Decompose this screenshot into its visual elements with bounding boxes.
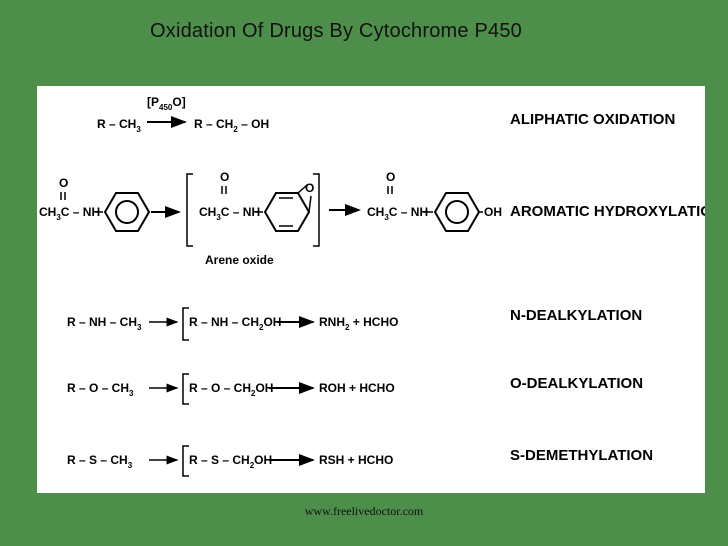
n-substrate: R – NH – CH3: [67, 315, 142, 332]
reaction-label-n-dealkylation: N-DEALKYLATION: [510, 307, 642, 324]
s-intermediate: R – S – CH2OH: [189, 453, 272, 470]
slide-title: Oxidation Of Drugs By Cytochrome P450: [150, 20, 522, 42]
svg-text:O: O: [386, 170, 395, 184]
benzene-ring-substrate: [103, 192, 151, 232]
o-products: ROH + HCHO: [319, 381, 395, 395]
reaction-label-s-demethylation: S-DEMETHYLATION: [510, 447, 653, 464]
arene-oxide-text: CH3C – NH: [199, 205, 260, 222]
benzene-ring-product: [433, 192, 481, 232]
reaction-diagram: R – CH3 [P450O] R – CH2 – OH ALIPHATIC O…: [39, 95, 723, 477]
reaction-n-dealkylation: R – NH – CH3 R – NH – CH2OH RNH2 + HCHO …: [67, 307, 642, 341]
bracket-left: [186, 173, 193, 247]
o-substrate: R – O – CH3: [67, 381, 134, 398]
aliphatic-substrate: R – CH3: [97, 117, 141, 134]
s-substrate: R – S – CH3: [67, 453, 133, 470]
arene-oxide-label: Arene oxide: [205, 253, 274, 267]
reaction-label-o-dealkylation: O-DEALKYLATION: [510, 375, 643, 392]
reaction-diagram-panel: R – CH3 [P450O] R – CH2 – OH ALIPHATIC O…: [37, 86, 723, 493]
o-intermediate: R – O – CH2OH: [189, 381, 273, 398]
reaction-label-aromatic: AROMATIC HYDROXYLATION: [510, 203, 705, 220]
reaction-s-demethylation: R – S – CH3 R – S – CH2OH RSH + HCHO S-D…: [67, 445, 653, 477]
svg-text:OH: OH: [484, 205, 502, 219]
aromatic-product-text: CH3C – NH: [367, 205, 428, 222]
arene-oxide-ring: O: [263, 181, 314, 232]
aromatic-substrate-text: CH3C – NH: [39, 205, 100, 222]
s-products: RSH + HCHO: [319, 453, 393, 467]
svg-text:O: O: [305, 181, 314, 195]
n-intermediate: R – NH – CH2OH: [189, 315, 281, 332]
svg-text:O: O: [220, 170, 229, 184]
footer-url: www.freelivedoctor.com: [304, 504, 424, 518]
aliphatic-product: R – CH2 – OH: [194, 117, 269, 134]
aliphatic-reagent: [P450O]: [147, 95, 186, 112]
reaction-aromatic-hydroxylation: O CH3C – NH O CH3C – NH O Arene oxide O: [39, 170, 723, 267]
reaction-label-aliphatic: ALIPHATIC OXIDATION: [510, 111, 675, 128]
n-products: RNH2 + HCHO: [319, 315, 398, 332]
aromatic-carbonyl-o: O: [59, 176, 68, 190]
bracket-right: [313, 173, 320, 247]
reaction-o-dealkylation: R – O – CH3 R – O – CH2OH ROH + HCHO O-D…: [67, 373, 643, 405]
reaction-aliphatic-oxidation: R – CH3 [P450O] R – CH2 – OH ALIPHATIC O…: [97, 95, 675, 134]
